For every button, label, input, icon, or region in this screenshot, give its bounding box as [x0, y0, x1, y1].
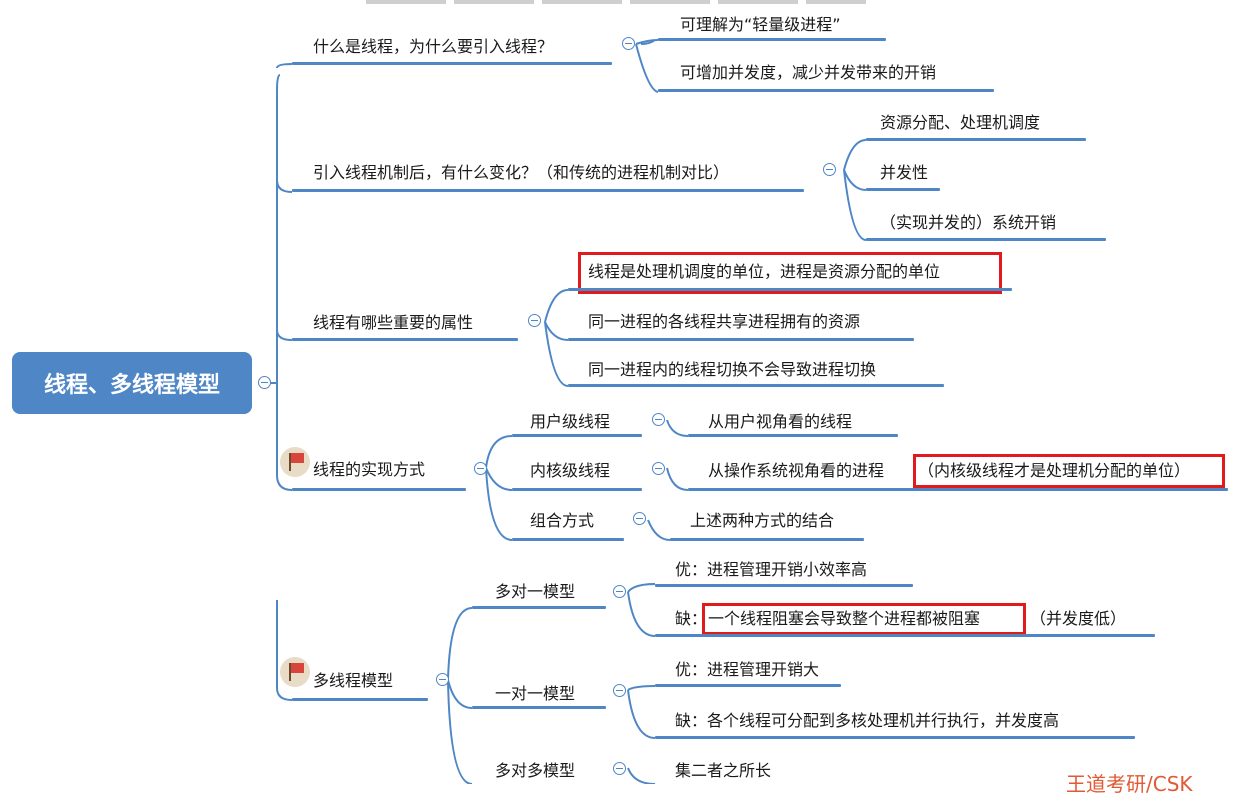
sub-branch-underline — [512, 488, 642, 491]
sub-branch-collapse-toggle[interactable] — [652, 413, 665, 426]
leaf-label: 可增加并发度，减少并发带来的开销 — [680, 63, 937, 82]
sub-branch-label: 用户级线程 — [530, 412, 611, 431]
flag-icon — [280, 447, 310, 477]
leaf-label-prefix: 缺： — [675, 609, 708, 628]
branch-collapse-toggle[interactable] — [436, 673, 449, 686]
root-node[interactable]: 线程、多线程模型 — [12, 352, 252, 414]
leaf-underline — [688, 488, 1228, 491]
root-label: 线程、多线程模型 — [43, 373, 220, 398]
leaf-label: 上述两种方式的结合 — [690, 511, 835, 530]
leaf-label-suffix: （内核级线程才是处理机分配的单位） — [918, 461, 1191, 480]
leaf-underline — [866, 138, 1086, 141]
branch-underline — [292, 62, 612, 65]
highlight-box — [913, 454, 1225, 488]
leaf-underline — [568, 288, 1012, 291]
leaf-label: 一个线程阻塞会导致整个进程都被阻塞 — [708, 609, 981, 628]
leaf-label: 优：进程管理开销大 — [675, 660, 820, 679]
leaf-underline — [655, 736, 1135, 739]
top-bar-fragment — [718, 0, 798, 4]
sub-branch-underline — [472, 706, 606, 709]
branch-label-multithread-models: 多线程模型 — [313, 671, 394, 690]
sub-branch-collapse-toggle[interactable] — [652, 462, 665, 475]
branch-label-properties: 线程有哪些重要的属性 — [313, 313, 474, 332]
leaf-underline — [658, 38, 886, 41]
branch-underline — [292, 488, 466, 491]
leaf-label: 同一进程内的线程切换不会导致进程切换 — [588, 360, 877, 379]
sub-branch-collapse-toggle[interactable] — [613, 585, 626, 598]
leaf-label: 集二者之所长 — [675, 761, 772, 780]
sub-branch-collapse-toggle[interactable] — [613, 684, 626, 697]
leaf-underline — [655, 684, 841, 687]
sub-branch-label: 一对一模型 — [495, 684, 576, 703]
top-bar-fragment — [366, 0, 446, 4]
sub-branch-label: 组合方式 — [530, 511, 595, 530]
branch-collapse-toggle[interactable] — [823, 163, 836, 176]
branch-label-implementation: 线程的实现方式 — [313, 460, 426, 479]
branch-label-changes: 引入线程机制后，有什么变化？（和传统的进程机制对比） — [313, 163, 730, 182]
leaf-label: 缺：各个线程可分配到多核处理机并行执行，并发度高 — [675, 711, 1060, 730]
leaf-underline — [655, 584, 913, 587]
flag-icon — [280, 657, 310, 687]
leaf-underline — [655, 634, 1155, 637]
leaf-label: 同一进程的各线程共享进程拥有的资源 — [588, 312, 861, 331]
branch-collapse-toggle[interactable] — [622, 37, 635, 50]
branch-collapse-toggle[interactable] — [528, 314, 541, 327]
leaf-label: 线程是处理机调度的单位，进程是资源分配的单位 — [588, 262, 941, 281]
leaf-label: 资源分配、处理机调度 — [880, 113, 1041, 132]
root-collapse-toggle[interactable] — [258, 376, 271, 389]
branch-underline — [292, 189, 804, 192]
top-bar-fragment — [454, 0, 534, 4]
branch-collapse-toggle[interactable] — [474, 462, 487, 475]
branch-underline — [292, 338, 518, 341]
leaf-label: 并发性 — [880, 163, 929, 182]
leaf-underline — [670, 538, 864, 541]
leaf-underline — [866, 238, 1106, 241]
leaf-underline — [658, 89, 994, 92]
sub-branch-underline — [472, 606, 606, 609]
top-bar-fragment — [630, 0, 710, 4]
sub-branch-underline — [512, 434, 642, 437]
branch-underline — [292, 698, 428, 701]
leaf-underline — [568, 338, 914, 341]
top-bar-fragment — [806, 0, 866, 4]
branch-label-what-is-thread: 什么是线程，为什么要引入线程？ — [313, 37, 554, 56]
sub-branch-underline — [512, 538, 624, 541]
leaf-underline — [688, 434, 898, 437]
sub-branch-collapse-toggle[interactable] — [633, 512, 646, 525]
leaf-label: 从用户视角看的线程 — [708, 412, 853, 431]
watermark: 王道考研/CSK — [1066, 772, 1193, 796]
sub-branch-label: 多对一模型 — [495, 582, 576, 601]
leaf-label-suffix: （并发度低） — [1030, 609, 1127, 628]
sub-branch-label: 内核级线程 — [530, 461, 611, 480]
sub-branch-label: 多对多模型 — [495, 761, 576, 780]
sub-branch-collapse-toggle[interactable] — [613, 762, 626, 775]
leaf-label: 优：进程管理开销小效率高 — [675, 560, 868, 579]
highlight-box — [702, 603, 1026, 635]
highlight-box — [578, 252, 1002, 294]
leaf-label: 可理解为“轻量级进程” — [680, 15, 841, 34]
top-bar-fragment — [542, 0, 622, 4]
leaf-label: 从操作系统视角看的进程 — [708, 461, 885, 480]
leaf-underline — [568, 384, 944, 387]
leaf-label: （实现并发的）系统开销 — [880, 213, 1057, 232]
leaf-underline — [866, 188, 940, 191]
